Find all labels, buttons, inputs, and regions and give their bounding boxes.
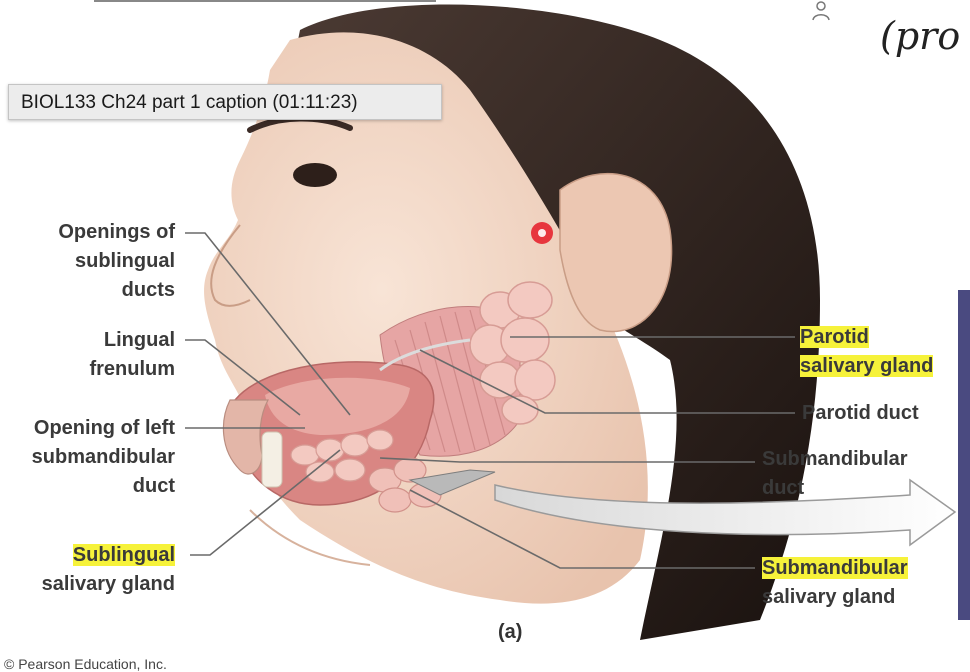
leader-submandibular-duct <box>379 457 755 463</box>
recording-bar <box>958 290 970 620</box>
corner-text: (pro <box>880 14 961 58</box>
leader-parotid-duct <box>419 349 795 414</box>
label-openings-sublingual: Openings of sublingual ducts <box>58 221 175 301</box>
eye <box>293 163 337 187</box>
panel-letter: (a) <box>498 621 523 643</box>
submandibular-gland <box>368 457 442 513</box>
label-submandibular-gland: Submandibular salivary gland <box>762 557 908 608</box>
label-lingual-frenulum: Lingual frenulum <box>89 329 175 380</box>
label-parotid-duct: Parotid duct <box>802 402 919 424</box>
leader-sublingual-gland <box>190 449 341 556</box>
section-plane <box>408 469 496 496</box>
lips <box>222 399 269 475</box>
caption-tooltip: BIOL133 Ch24 part 1 caption (01:11:23) <box>8 84 442 120</box>
top-divider <box>94 0 436 2</box>
leader-submandibular-gland <box>409 489 755 569</box>
hair <box>290 4 820 641</box>
chin <box>249 509 371 566</box>
label-sublingual-gland: Sublingual salivary gland <box>41 544 175 595</box>
submandibular-arrow <box>494 478 957 547</box>
tongue <box>265 377 410 435</box>
label-submandibular-duct: Submandibular duct <box>762 448 908 499</box>
label-parotid-gland: Parotid salivary gland <box>800 326 934 377</box>
parotid-duct-line <box>379 338 471 372</box>
nose <box>210 224 251 307</box>
label-opening-left-submandibular: Opening of left submandibular duct <box>31 417 175 497</box>
ear <box>559 172 673 333</box>
leader-lingual-frenulum <box>185 339 301 416</box>
lower-teeth <box>261 431 283 488</box>
sublingual-gland <box>290 429 394 483</box>
presenter-icon <box>812 1 830 21</box>
parotid-gland <box>469 281 556 425</box>
leader-openings-sublingual <box>185 232 351 416</box>
copyright-credit: © Pearson Education, Inc. <box>4 656 167 672</box>
